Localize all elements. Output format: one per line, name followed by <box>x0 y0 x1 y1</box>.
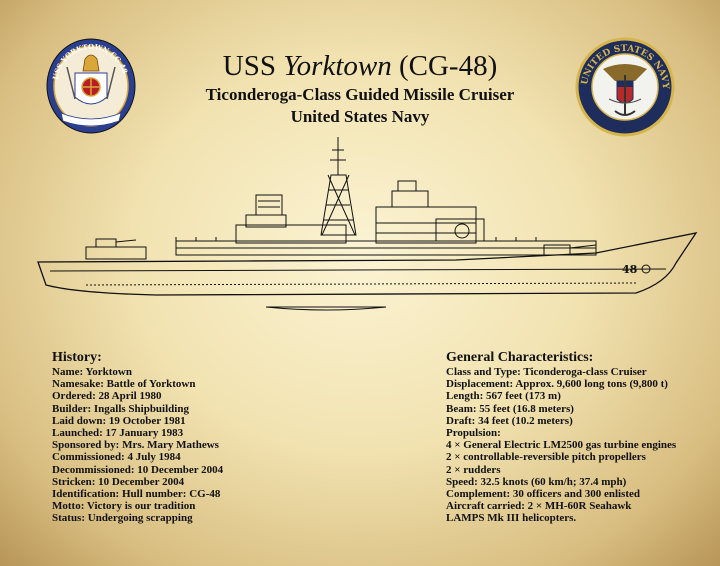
characteristic-line: 2 × controllable-reversible pitch propel… <box>446 451 646 464</box>
characteristics-section: General Characteristics: Class and Type:… <box>446 350 716 525</box>
title-block: USS Yorktown (CG-48) Ticonderoga-Class G… <box>140 50 580 128</box>
ship-class-subtitle: Ticonderoga-Class Guided Missile Cruiser <box>205 85 515 104</box>
hull-number: 48 <box>622 263 638 276</box>
history-line: Launched: 17 January 1983 <box>52 427 184 440</box>
history-line: Decommissioned: 10 December 2004 <box>52 463 224 476</box>
characteristics-list: Class and Type: Ticonderoga-class Cruise… <box>446 366 716 525</box>
history-line: Commissioned: 4 July 1984 <box>52 451 181 464</box>
characteristic-line: Displacement: Approx. 9,600 long tons (9… <box>446 378 668 391</box>
page-title: USS Yorktown (CG-48) <box>222 50 498 82</box>
characteristic-line: Draft: 34 feet (10.2 meters) <box>446 414 573 427</box>
history-line: Identification: Hull number: CG-48 <box>52 488 221 501</box>
history-line: Laid down: 19 October 1981 <box>52 414 186 427</box>
ship-profile-drawing: 48 <box>37 137 698 311</box>
history-line: Motto: Victory is our tradition <box>52 500 196 513</box>
history-line: Builder: Ingalls Shipbuilding <box>52 402 189 415</box>
characteristic-line: 4 × General Electric LM2500 gas turbine … <box>446 439 677 452</box>
characteristics-heading: General Characteristics: <box>446 350 594 365</box>
characteristic-line: Length: 567 feet (173 m) <box>446 390 561 403</box>
characteristic-line: Propulsion: <box>446 427 501 440</box>
characteristic-line: 2 × rudders <box>446 463 501 476</box>
characteristic-line: Speed: 32.5 knots (60 km/h; 37.4 mph) <box>446 475 627 488</box>
characteristic-line: Class and Type: Ticonderoga-class Cruise… <box>446 366 647 378</box>
characteristic-line: Complement: 30 officers and 300 enlisted <box>446 488 641 501</box>
history-line: Stricken: 10 December 2004 <box>52 475 185 488</box>
history-line: Status: Undergoing scrapping <box>52 512 193 525</box>
history-line: Namesake: Battle of Yorktown <box>52 378 196 391</box>
us-navy-emblem-icon: UNITED STATES NAVY <box>575 37 675 137</box>
service-subtitle: United States Navy <box>290 107 430 126</box>
history-line: Sponsored by: Mrs. Mary Mathews <box>52 439 219 452</box>
characteristic-line: Aircraft carried: 2 × MH-60R Seahawk <box>446 500 632 513</box>
characteristic-line: Beam: 55 feet (16.8 meters) <box>446 402 574 415</box>
history-line: Ordered: 28 April 1980 <box>52 390 162 403</box>
history-line: Name: Yorktown <box>52 366 132 378</box>
characteristic-line: LAMPS Mk III helicopters. <box>446 512 577 525</box>
uss-yorktown-crest-icon: USS YORKTOWN CG 48 <box>46 38 136 134</box>
history-heading: History: <box>52 350 102 365</box>
